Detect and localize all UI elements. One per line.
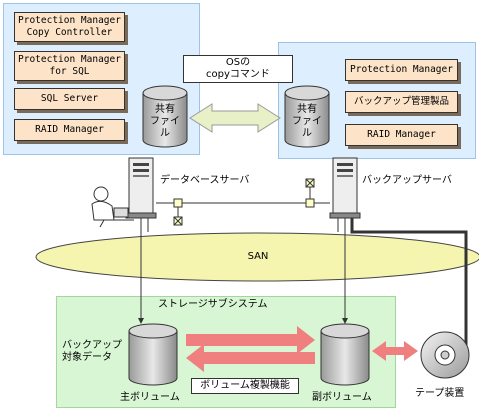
tape-device-icon [420,331,470,379]
user-icon [91,186,134,228]
copy-command-arrow [189,103,281,133]
primary-volume-label: 主ボリューム [120,392,180,403]
san-label: SAN [247,251,269,262]
db-server-label: データベースサーバ [160,175,250,186]
product-copy-controller: Protection Manager Copy Controller [14,12,125,42]
shared-file-right-icon [284,85,330,148]
product-sql-server: SQL Server [14,88,125,110]
shared-file-left-label: 共有 ファイル [150,104,180,139]
product-pm-for-sql: Protection Manager for SQL [14,51,125,81]
backup-data-label: バックアップ 対象データ [62,340,122,364]
tape-arrow [372,341,418,361]
copy-arrow-right [186,326,315,354]
lan-hub-icon [173,178,315,226]
san-ellipse [35,232,479,282]
tape-device-label: テープ装置 [415,388,465,399]
db-server-icon [125,157,157,219]
volume-copy-function-box: ボリューム複製機能 [191,378,299,394]
copy-command-line1: OSの [225,57,251,68]
backup-data-line1: バックアップ [62,340,122,351]
backup-server-icon [329,157,361,219]
copy-command-box: OSの copyコマンド [183,55,293,83]
secondary-volume-icon [320,323,370,386]
storage-subsystem-title: ストレージサブシステム [158,299,268,310]
product-backup-management: バックアップ管理製品 [345,91,458,113]
product-raid-manager-left: RAID Manager [14,119,125,141]
primary-volume-icon [128,323,178,386]
product-raid-manager-right: RAID Manager [345,124,458,146]
copy-command-line2: copyコマンド [206,69,270,80]
product-protection-manager: Protection Manager [345,59,458,81]
shared-file-right-label: 共有 ファイル [292,104,322,139]
backup-data-line2: 対象データ [62,352,112,363]
shared-file-left-icon [142,85,188,148]
copy-arrow-left [186,344,315,372]
backup-server-label: バックアップサーバ [362,175,452,186]
secondary-volume-label: 副ボリューム [312,392,372,403]
